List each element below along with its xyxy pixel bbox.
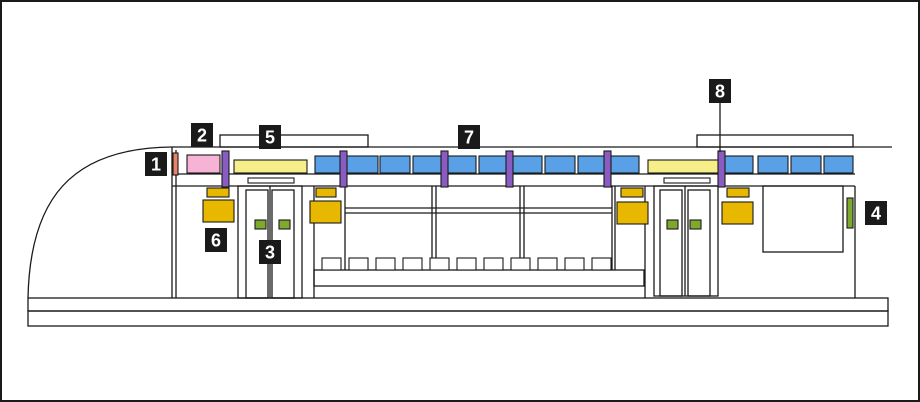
- handrail-purple: [505, 150, 514, 188]
- display-yellow-right: [647, 159, 722, 174]
- callout-badge: [145, 152, 167, 176]
- speaker-large: [616, 201, 649, 225]
- window-blue: [609, 155, 640, 174]
- sign-pink: [186, 154, 221, 174]
- window-blue: [379, 155, 411, 174]
- seat-bench: [313, 269, 645, 287]
- handrail-purple: [717, 150, 726, 188]
- speaker-large: [202, 199, 235, 223]
- callout-label: 7: [464, 128, 474, 148]
- callout-7: 7: [458, 125, 480, 149]
- wall-element-green: [846, 197, 854, 229]
- handrail-purple: [440, 150, 449, 188]
- marker-red: [172, 152, 179, 176]
- callout-5: 5: [259, 125, 281, 149]
- handrail-purple: [339, 150, 348, 188]
- window-blue: [823, 155, 854, 174]
- seating-area: [313, 186, 646, 298]
- door-button-green: [689, 219, 702, 230]
- callout-badge: [865, 201, 887, 225]
- speaker-small: [726, 187, 750, 198]
- roof-fixture-front: [219, 134, 369, 148]
- callout-8: 8: [709, 79, 731, 103]
- callout-badge: [458, 125, 480, 149]
- window-blue: [511, 155, 543, 174]
- callout-3: 3: [259, 240, 281, 264]
- speaker-large: [721, 201, 754, 225]
- window-blue: [478, 155, 510, 174]
- speaker-large: [309, 200, 342, 224]
- speaker-small: [620, 187, 644, 198]
- window-blue: [723, 155, 754, 174]
- callout-badge: [205, 228, 227, 252]
- platform-edge: [27, 310, 889, 327]
- callout-4: 4: [865, 201, 887, 225]
- roof-fixture-rear: [696, 134, 854, 148]
- door-button-green: [278, 219, 291, 230]
- callout-label: 8: [715, 82, 725, 102]
- door-right: [653, 185, 719, 297]
- callout-label: 5: [265, 128, 275, 148]
- callout-6: 6: [205, 228, 227, 252]
- callout-1: 1: [145, 152, 167, 176]
- speaker-small: [315, 187, 337, 198]
- cab-nose-outline: [27, 146, 173, 299]
- handrail-purple: [221, 150, 230, 188]
- callout-label: 1: [151, 155, 161, 175]
- rear-panel: [762, 185, 844, 253]
- door-left: [237, 185, 303, 299]
- callout-badge: [259, 125, 281, 149]
- handrail-purple: [603, 150, 612, 188]
- window-blue: [544, 155, 576, 174]
- display-yellow-left: [233, 159, 308, 174]
- door-display-strip-right: [663, 177, 711, 184]
- callout-label: 2: [197, 126, 207, 146]
- callout-badge: [259, 240, 281, 264]
- callout-badge: [709, 79, 731, 103]
- colored-elements: [172, 150, 854, 230]
- callout-2: 2: [191, 123, 213, 147]
- seat-cushions: [321, 257, 612, 271]
- callout-label: 4: [871, 204, 881, 224]
- door-display-strip-left: [247, 177, 295, 184]
- window-blue: [445, 155, 477, 174]
- speaker-small: [206, 187, 230, 198]
- window-blue: [412, 155, 446, 174]
- callout-label: 6: [211, 231, 221, 251]
- callout-badge: [191, 123, 213, 147]
- door-button-green: [666, 219, 679, 230]
- door-button-green: [254, 219, 267, 230]
- window-blue: [757, 155, 789, 174]
- window-blue: [790, 155, 822, 174]
- callout-label: 3: [265, 243, 275, 263]
- window-blue: [345, 155, 379, 174]
